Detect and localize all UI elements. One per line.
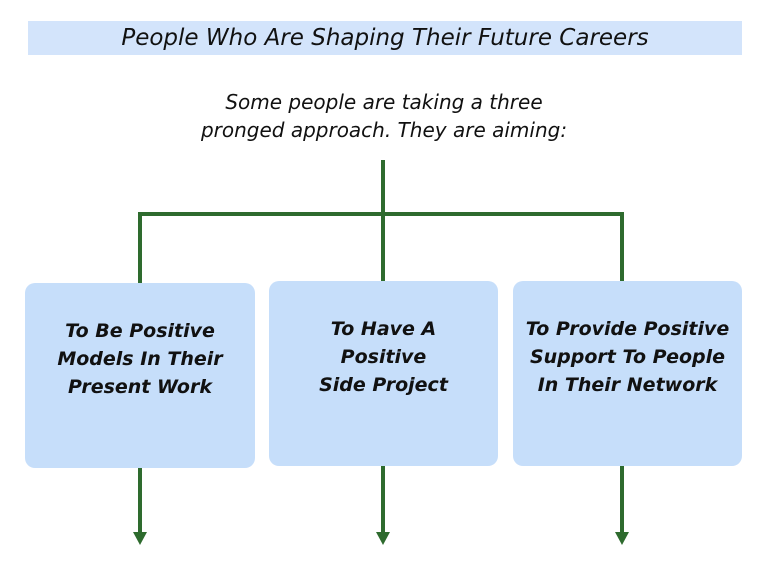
intro-text: Some people are taking a three pronged a… xyxy=(150,88,618,144)
intro-line: pronged approach. They are aiming: xyxy=(200,118,568,142)
intro-line: Some people are taking a three xyxy=(225,90,543,114)
box-line: Models In Their xyxy=(57,347,223,370)
branch-bar xyxy=(138,212,624,284)
box-line: To Provide Positive xyxy=(525,317,730,340)
box-line: In Their Network xyxy=(537,373,718,396)
box-line: Positive xyxy=(340,345,427,368)
box-line: Support To People xyxy=(529,345,726,368)
box-label: To Be Positive Models In Their Present W… xyxy=(57,317,222,401)
down-arrow-3 xyxy=(615,466,629,545)
box-line: To Be Positive xyxy=(65,319,215,342)
box-label: To Have A Positive Side Project xyxy=(319,315,448,399)
box-line: To Have A xyxy=(330,317,437,340)
page-title: People Who Are Shaping Their Future Care… xyxy=(121,25,649,51)
box-line: Side Project xyxy=(319,373,448,396)
down-arrow-2 xyxy=(376,466,390,545)
approach-box-present-work: To Be Positive Models In Their Present W… xyxy=(25,283,255,468)
approach-box-side-project: To Have A Positive Side Project xyxy=(269,281,498,466)
approach-box-network-support: To Provide Positive Support To People In… xyxy=(513,281,742,466)
title-banner: People Who Are Shaping Their Future Care… xyxy=(28,21,742,55)
tree-connector xyxy=(138,160,624,284)
box-label: To Provide Positive Support To People In… xyxy=(526,315,730,399)
box-line: Present Work xyxy=(67,375,212,398)
down-arrow-1 xyxy=(133,468,147,545)
